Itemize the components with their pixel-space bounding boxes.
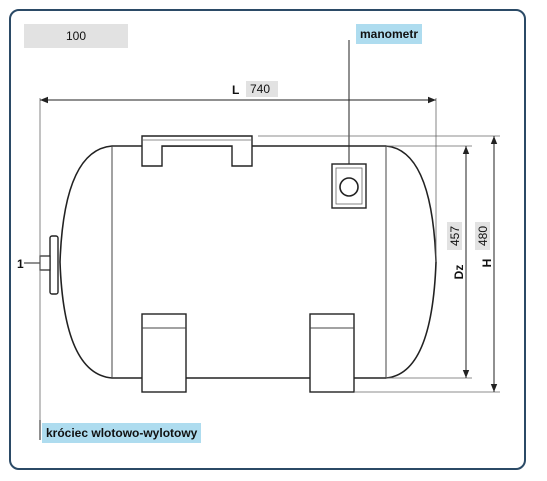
top-handle bbox=[141, 135, 253, 167]
tank-outline bbox=[59, 145, 437, 379]
port-name-label: króciec wlotowo-wylotowy bbox=[42, 423, 202, 443]
port-number-text: 1 bbox=[17, 257, 24, 271]
volume-value: 100 bbox=[66, 29, 87, 43]
dimension-diameter-value: 457 bbox=[448, 226, 462, 246]
gauge-label-text: manometr bbox=[360, 27, 419, 41]
dimension-length-value-text: 740 bbox=[250, 82, 271, 96]
inlet-port-icon bbox=[39, 235, 59, 295]
right-foot bbox=[309, 313, 355, 393]
dimension-length-symbol: L bbox=[232, 82, 239, 98]
port-number: 1 bbox=[17, 256, 24, 272]
dimension-height-value: 480 bbox=[476, 226, 490, 246]
dimension-diameter-symbol: Dz bbox=[452, 265, 466, 280]
volume-label: 100 bbox=[24, 24, 128, 48]
port-name-text: króciec wlotowo-wylotowy bbox=[46, 426, 198, 440]
dimension-length-value: 740 bbox=[246, 81, 278, 97]
frame-border bbox=[9, 9, 526, 470]
gauge-label: manometr bbox=[356, 24, 423, 44]
dimension-length-symbol-text: L bbox=[232, 83, 240, 97]
dimension-height-symbol: H bbox=[480, 259, 494, 268]
left-foot bbox=[141, 313, 187, 393]
gauge-icon bbox=[331, 163, 367, 209]
